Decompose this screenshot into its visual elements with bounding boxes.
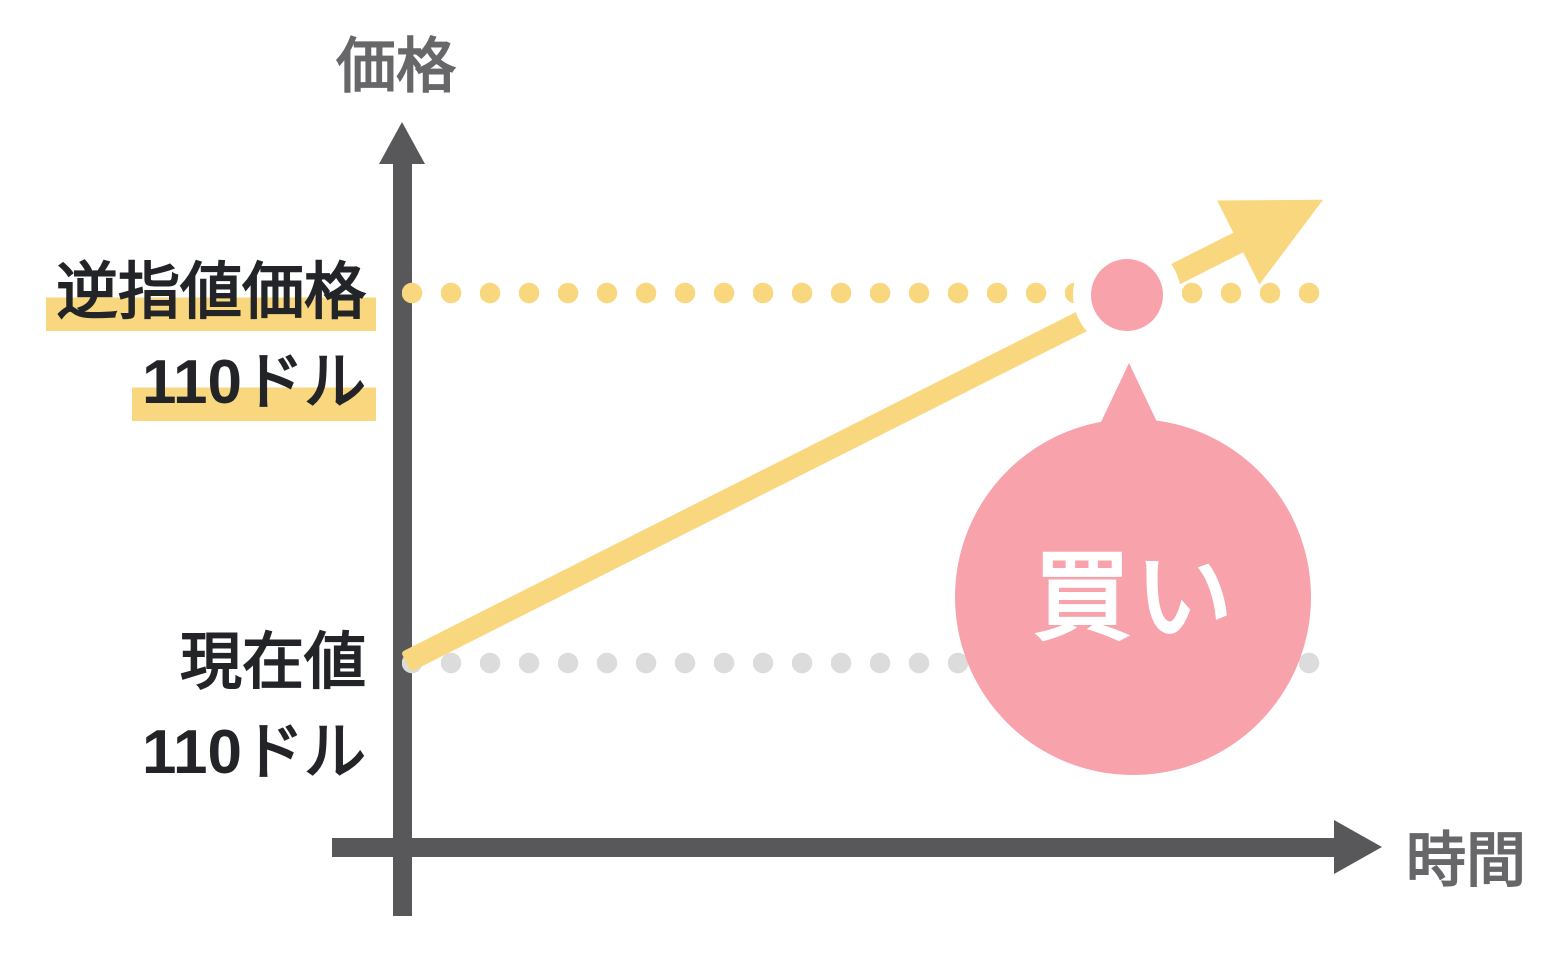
current-price-label: 現在値 110ドル [0,618,366,798]
current-price-value-text: 110ドル [141,718,366,787]
current-price-label-line2: 110ドル [0,708,366,798]
x-axis-line [332,838,1334,857]
buy-signal-bubble: 買い [955,419,1311,775]
trigger-marker-dot-icon [1091,259,1163,331]
stop-price-label: 逆指値価格 110ドル [0,248,376,428]
up-arrowhead-icon [379,122,425,164]
y-axis-label: 価格 [336,33,456,100]
buy-bubble-label: 買い [1032,542,1237,652]
y-axis-line [393,158,412,916]
current-price-label-line1: 現在値 [0,618,366,708]
stop-price-value-text: 110ドル [131,348,376,421]
up-right-arrowhead-icon [1217,157,1345,285]
right-arrowhead-icon [1334,820,1382,874]
stop-price-label-text: 逆指値価格 [45,258,376,331]
stop-price-dotted-line [402,282,1336,304]
current-price-label-text: 現在値 [179,628,366,697]
x-axis-label: 時間 [1406,827,1526,894]
stop-price-label-line1: 逆指値価格 [0,248,376,338]
stop-price-label-line2: 110ドル [0,338,376,428]
